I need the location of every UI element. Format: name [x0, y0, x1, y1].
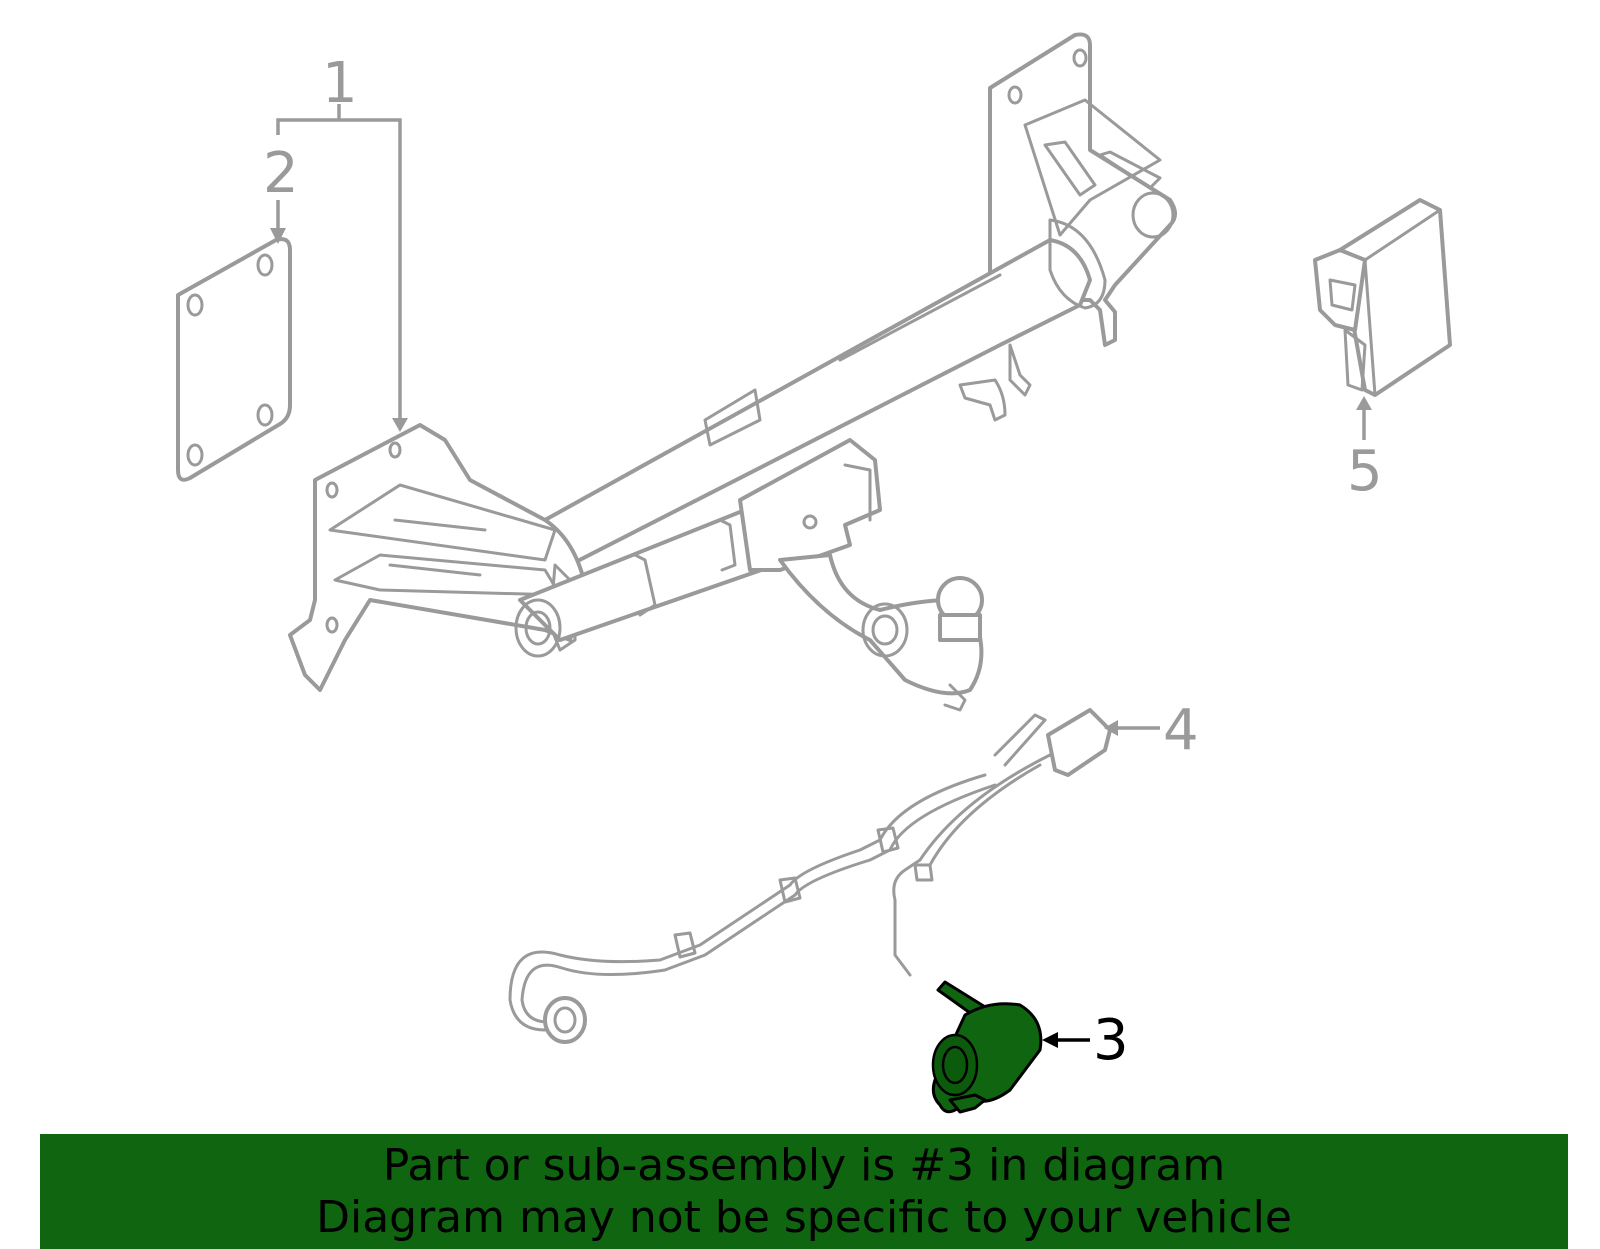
callout-2-label: 2: [263, 141, 299, 206]
part-3-trailer-socket[interactable]: [931, 980, 1043, 1114]
callout-1-label: 1: [322, 51, 358, 116]
part-5-control-module[interactable]: [1313, 198, 1452, 397]
callout-5-label: 5: [1347, 439, 1383, 504]
part-1-tow-bar-assembly[interactable]: [288, 32, 1177, 712]
banner-line-2: Diagram may not be specific to your vehi…: [316, 1192, 1292, 1243]
part-4-wiring-harness[interactable]: [508, 708, 1112, 1044]
callout-4-label: 4: [1163, 698, 1199, 763]
part-2-mounting-plate[interactable]: [176, 237, 292, 482]
callout-3-label: 3: [1093, 1008, 1129, 1073]
banner-line-1: Part or sub-assembly is #3 in diagram: [382, 1140, 1226, 1191]
info-banner: Part or sub-assembly is #3 in diagram Di…: [40, 1134, 1568, 1249]
callout-leaders: [270, 104, 1372, 1048]
